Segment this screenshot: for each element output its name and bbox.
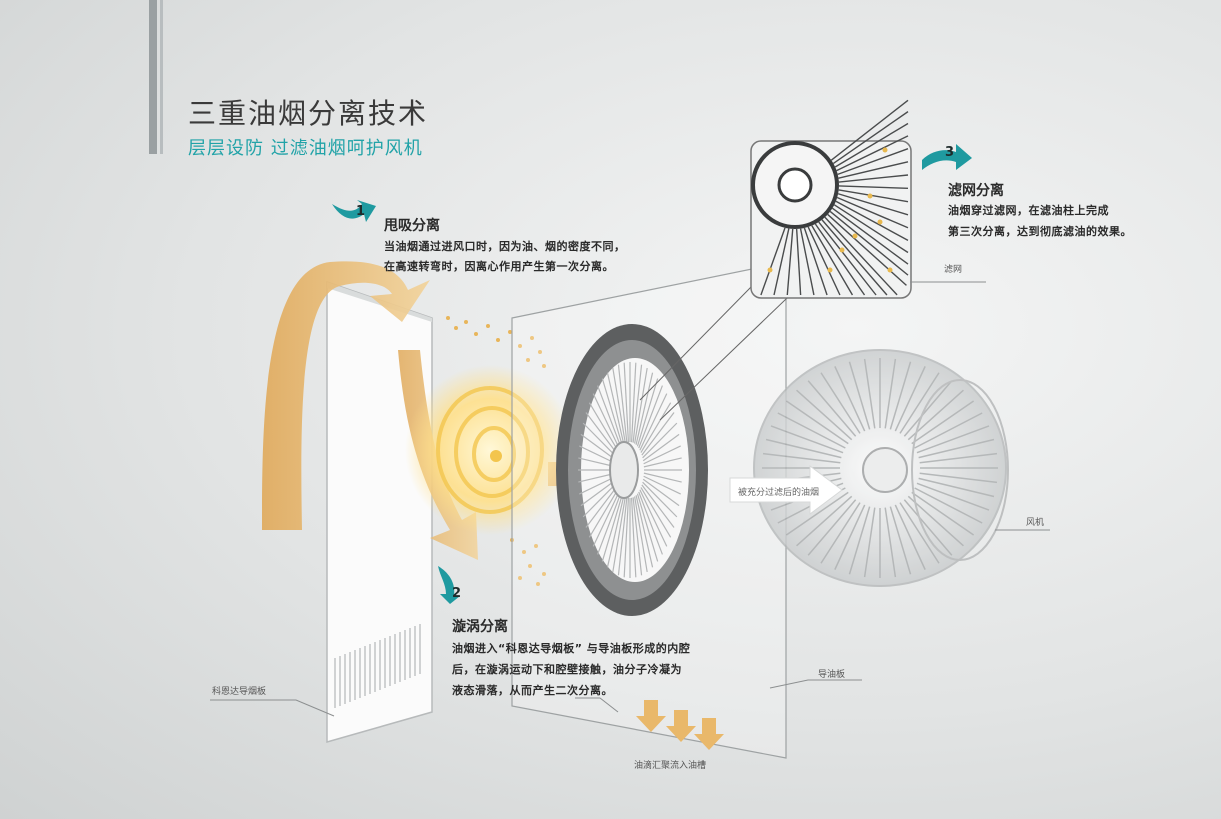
page-subtitle: 层层设防 过滤油烟呵护风机 (188, 138, 423, 159)
stage-3-number: 3 (945, 145, 955, 160)
filter-label: 滤网 (944, 265, 963, 275)
oil-drain-label: 油滴汇聚流入油槽 (634, 761, 707, 771)
stage-1-heading: 甩吸分离 (384, 218, 440, 234)
stage-1-line-2: 在高速转弯时，因离心作用产生第一次分离。 (384, 260, 614, 273)
stage-2-number: 2 (452, 586, 462, 601)
stage-2-line-2: 后，在漩涡运动下和腔壁接触，油分子冷凝为 (452, 663, 682, 676)
filtered-smoke-label: 被充分过滤后的油烟 (738, 488, 820, 498)
stage-1-number: 1 (356, 204, 366, 219)
guide-board-label: 科恩达导烟板 (212, 687, 267, 697)
filter-zoom-callout (639, 99, 912, 421)
leader-lines (210, 281, 1050, 717)
oil-plate-label: 导油板 (818, 670, 846, 680)
accent-bar-secondary (160, 0, 163, 154)
accent-bar (149, 0, 157, 154)
filter-ring (556, 324, 708, 616)
stage-marker-arrows (332, 144, 972, 604)
stage-1-line-1: 当油烟通过进风口时，因为油、烟的密度不同， (384, 240, 626, 253)
stage-3-line-1: 油烟穿过滤网，在滤油柱上完成 (948, 204, 1109, 217)
oil-drip-arrows (636, 700, 724, 750)
vortex-swirl (405, 365, 575, 535)
filtered-smoke-arrow (729, 465, 843, 515)
stage-2-line-1: 油烟进入“科恩达导烟板” 与导油板形成的内腔 (452, 642, 691, 655)
page-title: 三重油烟分离技术 (188, 97, 429, 130)
fan-label: 风机 (1026, 518, 1045, 528)
stage-3-heading: 滤网分离 (948, 183, 1004, 199)
stage-2-heading: 漩涡分离 (452, 619, 508, 635)
stage-2-line-3: 液态滑落，从而产生二次分离。 (452, 684, 613, 697)
fan-illustration (753, 349, 1009, 587)
stage-3-line-2: 第三次分离，达到彻底滤油的效果。 (948, 225, 1132, 238)
